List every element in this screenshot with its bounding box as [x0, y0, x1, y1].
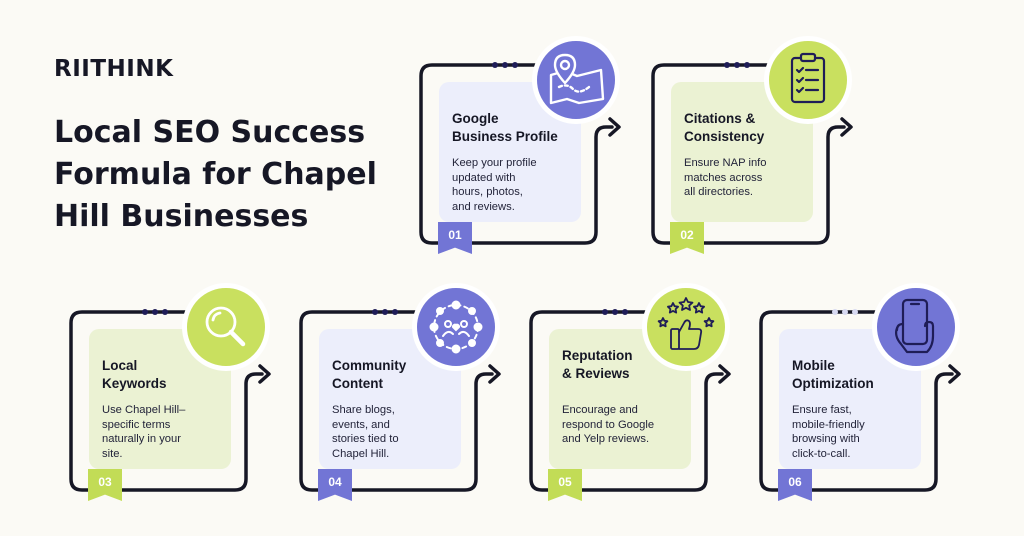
- step-title: Citations & Consistency: [684, 111, 765, 144]
- step-title: Community Content: [332, 358, 407, 391]
- dots-decoration: [492, 62, 522, 68]
- magnifier-icon: [205, 306, 246, 347]
- phone-hand-icon: [895, 298, 935, 354]
- community-network-icon: [429, 300, 483, 354]
- dots-decoration: [832, 309, 862, 315]
- step-icon-circle: [412, 283, 500, 371]
- step-number-badge: 05: [548, 469, 582, 501]
- title-line-1: Local SEO Success: [54, 115, 366, 150]
- step-title: Local Keywords: [102, 358, 167, 391]
- step-icon-circle: [764, 36, 852, 124]
- step-description: Keep your profile updated with hours, ph…: [452, 157, 537, 213]
- page-title: Local SEO Success Formula for Chapel Hil…: [54, 112, 384, 238]
- dots-decoration: [142, 309, 172, 315]
- frame-06: [759, 310, 954, 492]
- step-icon-circle: [532, 36, 620, 124]
- step-icon-circle: [642, 283, 730, 371]
- frame-05: [529, 310, 724, 492]
- title-line-2: Formula for Chapel: [54, 157, 377, 192]
- thumbs-up-stars-icon: [657, 297, 715, 350]
- step-description: Ensure fast, mobile-friendly browsing wi…: [792, 404, 865, 460]
- step-title: Google Business Profile: [452, 111, 558, 144]
- step-number-badge: 02: [670, 222, 704, 254]
- brand-logo: RIITHINK: [54, 56, 174, 82]
- dots-decoration: [724, 62, 754, 68]
- frame-02: [651, 63, 846, 245]
- dots-decoration: [372, 309, 402, 315]
- title-line-3: Hill Businesses: [54, 199, 309, 234]
- step-card-05: Reputation & Reviews Encourage and respo…: [549, 329, 691, 469]
- frame-03: [69, 310, 264, 492]
- step-description: Ensure NAP info matches across all direc…: [684, 157, 767, 198]
- map-pin-icon: [549, 53, 605, 105]
- step-title: Mobile Optimization: [792, 358, 874, 391]
- clipboard-checklist-icon: [790, 52, 826, 104]
- step-number-badge: 04: [318, 469, 352, 501]
- step-description: Encourage and respond to Google and Yelp…: [562, 404, 655, 445]
- step-icon-circle: [182, 283, 270, 371]
- step-icon-circle: [872, 283, 960, 371]
- step-description: Use Chapel Hill– specific terms naturall…: [102, 404, 186, 460]
- frame-01: [419, 63, 614, 245]
- step-title: Reputation & Reviews: [562, 348, 633, 381]
- frame-04: [299, 310, 494, 492]
- step-description: Share blogs, events, and stories tied to…: [332, 404, 399, 460]
- dots-decoration: [602, 309, 632, 315]
